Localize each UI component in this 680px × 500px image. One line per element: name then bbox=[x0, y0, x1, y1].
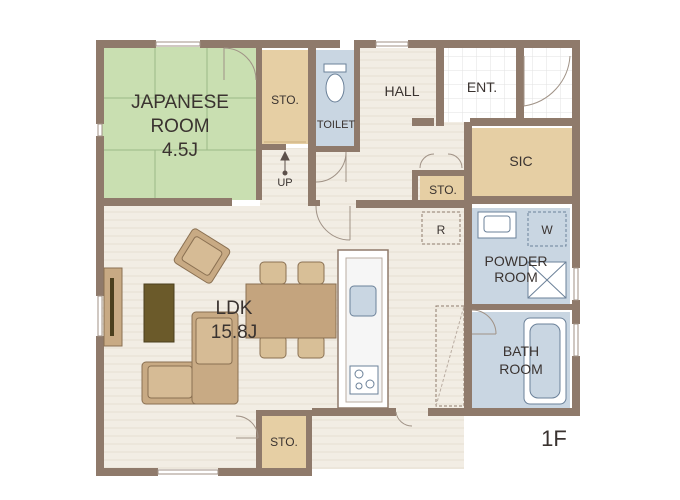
powder-room-label-1: POWDER bbox=[485, 253, 548, 269]
storage-bottom-label: STO. bbox=[270, 435, 298, 449]
bath-room-label-2: ROOM bbox=[499, 361, 543, 377]
hall-label: HALL bbox=[384, 83, 419, 99]
sic-floor bbox=[470, 128, 576, 198]
bath-room-label-1: BATH bbox=[503, 343, 539, 359]
tv-stand bbox=[103, 267, 123, 347]
entrance-floor bbox=[442, 44, 576, 122]
storage-top-floor bbox=[262, 50, 308, 144]
hall-floor-2 bbox=[316, 148, 416, 208]
toilet-label: TOILET bbox=[317, 119, 356, 131]
stairs-up-label: UP bbox=[277, 177, 292, 189]
sic-label: SIC bbox=[509, 153, 532, 169]
ldk-size: 15.8J bbox=[211, 322, 257, 343]
walls bbox=[96, 40, 580, 476]
storage-top-label: STO. bbox=[271, 93, 299, 107]
japanese-room-name: JAPANESE bbox=[131, 92, 229, 113]
up-arrow-icon bbox=[280, 150, 290, 176]
japanese-room-floor bbox=[102, 47, 258, 200]
tatami-lines bbox=[102, 47, 258, 200]
fridge-label: R bbox=[437, 223, 446, 237]
sofa bbox=[141, 311, 239, 405]
entrance-label: ENT. bbox=[467, 79, 497, 95]
japanese-room-size: 4.5J bbox=[162, 140, 198, 161]
ldk-name: LDK bbox=[216, 298, 253, 319]
floor-label: 1F bbox=[541, 426, 567, 451]
armchair bbox=[173, 228, 231, 284]
coffee-table bbox=[143, 283, 175, 343]
kitchen-back-counter bbox=[435, 305, 465, 407]
bathtub bbox=[523, 317, 567, 405]
door-swings bbox=[223, 47, 571, 439]
storage-mid-label: STO. bbox=[429, 183, 457, 197]
toilet-fixture bbox=[323, 63, 347, 103]
powder-fixtures bbox=[477, 211, 567, 299]
powder-room-label-2: ROOM bbox=[494, 269, 538, 285]
windows bbox=[97, 41, 579, 475]
dining-set bbox=[245, 261, 337, 359]
storage-bottom-floor bbox=[258, 416, 308, 468]
japanese-room-name-2: ROOM bbox=[150, 116, 209, 137]
kitchen-counter bbox=[337, 249, 389, 409]
washer-label: W bbox=[541, 223, 553, 237]
storage-mid-floor bbox=[420, 176, 464, 200]
